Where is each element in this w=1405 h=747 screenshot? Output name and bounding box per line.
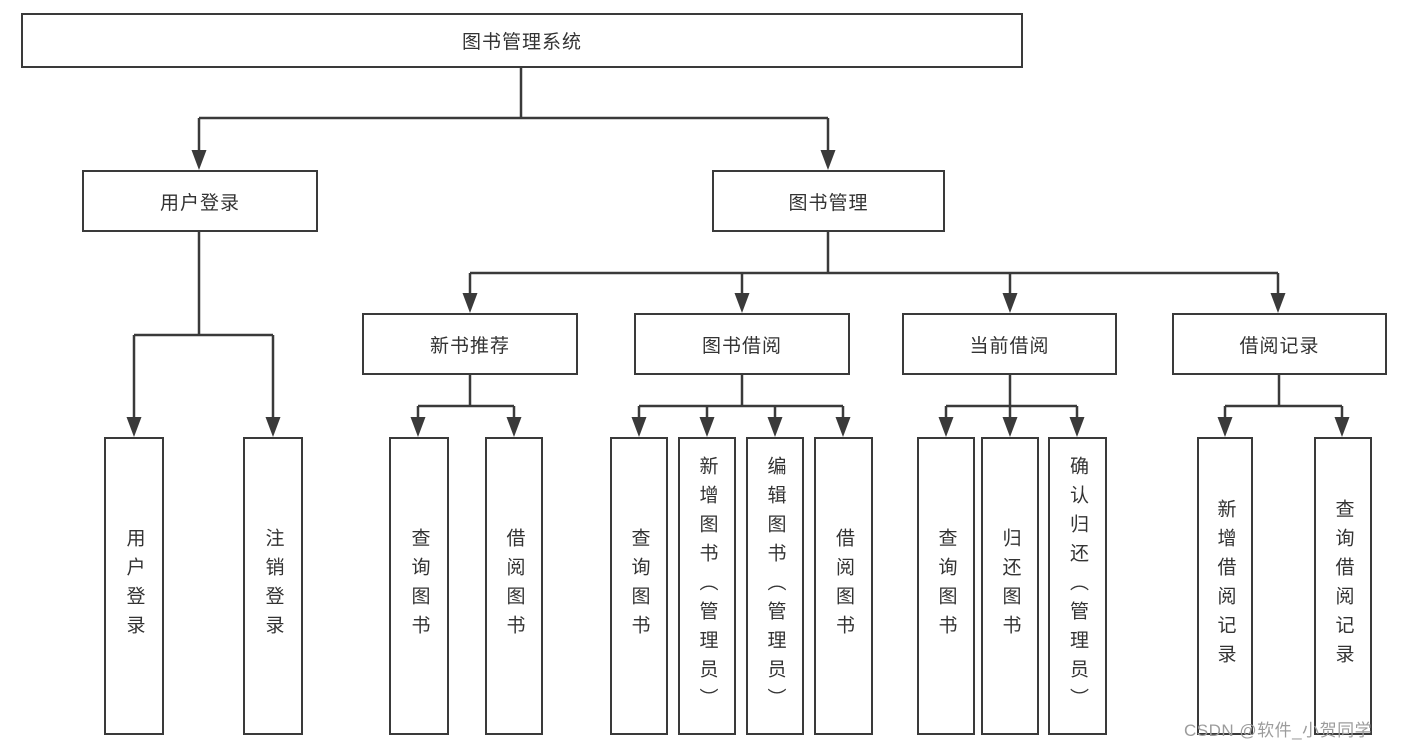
node-book-borrow-label: 图书借阅 — [701, 335, 782, 357]
csdn-watermark: CSDN @软件_小贺同学 — [1184, 721, 1373, 740]
leaf-current-return-books: 归还图书 — [981, 437, 1039, 735]
node-book-borrow: 图书借阅 — [634, 313, 850, 375]
node-borrow-records: 借阅记录 — [1172, 313, 1387, 375]
leaf-recommend-query-books: 查询图书 — [389, 437, 449, 735]
node-new-book-recommend: 新书推荐 — [362, 313, 578, 375]
node-root-system: 图书管理系统 — [21, 13, 1023, 68]
connector-stems — [132, 68, 1344, 420]
node-book-management: 图书管理 — [712, 170, 945, 232]
leaf-recommend-query-books-label: 查询图书 — [408, 528, 430, 644]
leaf-borrow-borrow-books: 借阅图书 — [814, 437, 873, 735]
leaf-borrow-edit-books-admin: 编辑图书（管理员） — [746, 437, 804, 735]
node-user-login-label: 用户登录 — [159, 192, 240, 214]
node-book-management-label: 图书管理 — [788, 192, 869, 214]
node-current-borrow-label: 当前借阅 — [969, 335, 1050, 357]
node-new-book-recommend-label: 新书推荐 — [429, 335, 510, 357]
leaf-borrow-query-books: 查询图书 — [610, 437, 668, 735]
leaf-current-confirm-return-admin-label: 确认归还（管理员） — [1067, 455, 1088, 717]
leaf-records-add-borrow-record-label: 新增借阅记录 — [1214, 499, 1236, 673]
leaf-borrow-edit-books-admin-label: 编辑图书（管理员） — [764, 455, 786, 717]
leaf-records-query-borrow-record: 查询借阅记录 — [1314, 437, 1372, 735]
leaf-current-confirm-return-admin: 确认归还（管理员） — [1048, 437, 1107, 735]
leaf-current-query-books-label: 查询图书 — [935, 528, 957, 644]
node-root-label: 图书管理系统 — [461, 32, 582, 53]
leaf-logout-label: 注销登录 — [262, 528, 284, 644]
leaf-recommend-borrow-books: 借阅图书 — [485, 437, 543, 735]
leaf-logout: 注销登录 — [243, 437, 303, 735]
leaf-borrow-add-books-admin: 新增图书（管理员） — [678, 437, 736, 735]
leaf-current-query-books: 查询图书 — [917, 437, 975, 735]
leaf-current-return-books-label: 归还图书 — [999, 528, 1021, 644]
arrowheads — [126, 150, 1350, 437]
leaf-user-login-label: 用户登录 — [123, 528, 145, 644]
leaf-records-add-borrow-record: 新增借阅记录 — [1197, 437, 1253, 735]
leaf-user-login: 用户登录 — [104, 437, 164, 735]
node-user-login: 用户登录 — [82, 170, 318, 232]
leaf-recommend-borrow-books-label: 借阅图书 — [503, 528, 525, 644]
node-current-borrow: 当前借阅 — [902, 313, 1117, 375]
leaf-borrow-add-books-admin-label: 新增图书（管理员） — [696, 455, 718, 717]
leaf-borrow-borrow-books-label: 借阅图书 — [833, 528, 854, 644]
leaf-records-query-borrow-record-label: 查询借阅记录 — [1332, 499, 1354, 673]
node-borrow-records-label: 借阅记录 — [1239, 335, 1320, 357]
leaf-borrow-query-books-label: 查询图书 — [628, 528, 650, 644]
